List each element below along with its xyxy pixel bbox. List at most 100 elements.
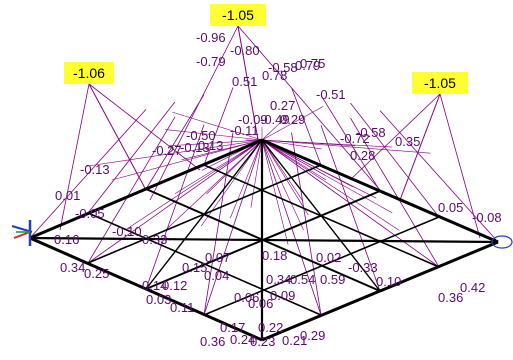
highlight-text: -1.05 bbox=[424, 75, 456, 91]
highlight-label-right[interactable]: -1.05 bbox=[412, 72, 468, 94]
highlight-text: -1.05 bbox=[222, 7, 254, 23]
diagram-stroke bbox=[172, 111, 263, 141]
highlight-box bbox=[412, 72, 468, 94]
value-label: 0.36 bbox=[438, 290, 463, 305]
highlight-text: -1.06 bbox=[73, 65, 105, 81]
diagram-stroke bbox=[145, 124, 205, 290]
diagram-stroke bbox=[237, 25, 259, 141]
diagram-stroke bbox=[206, 139, 263, 195]
diagram-stroke bbox=[349, 93, 441, 181]
frame-hip bbox=[261, 139, 381, 292]
diagram-stroke bbox=[29, 109, 147, 239]
value-label: -0.27 bbox=[152, 143, 182, 158]
value-label: -0.09 bbox=[238, 112, 268, 127]
value-label: 0.01 bbox=[55, 188, 80, 203]
diagram-stroke bbox=[88, 83, 147, 191]
value-label: 0.15 bbox=[182, 260, 207, 275]
diagram-stroke bbox=[250, 139, 263, 208]
diagram-stroke bbox=[261, 139, 304, 202]
value-label: 0.05 bbox=[438, 200, 463, 215]
diagram-stroke bbox=[320, 125, 381, 292]
value-label: 0.10 bbox=[376, 274, 401, 289]
value-label: 0.29 bbox=[280, 112, 305, 127]
diagram-stroke bbox=[261, 139, 400, 231]
value-label: 0.28 bbox=[350, 148, 375, 163]
value-label: -0.13 bbox=[180, 140, 210, 155]
diagram-stroke bbox=[165, 139, 263, 231]
diagram-stroke bbox=[181, 139, 263, 160]
diagram-stroke bbox=[261, 139, 322, 150]
value-label: 0.34 bbox=[266, 272, 291, 287]
axis-z-line bbox=[13, 231, 31, 239]
value-label: 0.23 bbox=[250, 334, 275, 349]
value-label: 0.06 bbox=[248, 296, 273, 311]
diagram-stroke bbox=[399, 93, 441, 201]
axis-triad-icon bbox=[11, 220, 33, 246]
value-label: 0.11 bbox=[170, 300, 194, 315]
value-label: -0.08 bbox=[472, 210, 502, 225]
frame-rib bbox=[203, 216, 440, 316]
value-label: 0.18 bbox=[262, 248, 287, 263]
value-label: 0.35 bbox=[395, 134, 420, 149]
value-label: -0.49 bbox=[260, 112, 290, 127]
value-label: 0.25 bbox=[84, 266, 109, 281]
value-label: 0.09 bbox=[270, 288, 295, 303]
value-label: 0.59 bbox=[320, 272, 345, 287]
value-label: -0.58 bbox=[356, 125, 386, 140]
value-label: 0.17 bbox=[220, 320, 245, 335]
diagram-stroke bbox=[261, 139, 431, 154]
value-label: 0.24 bbox=[230, 332, 255, 347]
roof-frame bbox=[29, 138, 499, 342]
diagram-stroke bbox=[261, 139, 289, 245]
value-label: -0.80 bbox=[230, 43, 260, 58]
value-label: 0.04 bbox=[204, 268, 229, 283]
diagram-stroke bbox=[149, 25, 239, 201]
frame-rib bbox=[87, 212, 322, 316]
diagram-stroke bbox=[261, 106, 324, 141]
value-label: 0.79 bbox=[295, 58, 320, 73]
value-label: 0.42 bbox=[460, 280, 485, 295]
highlight-box bbox=[64, 62, 114, 84]
value-label: -0.10 bbox=[112, 224, 142, 239]
diagram-stroke bbox=[229, 139, 263, 219]
axis-x-line bbox=[11, 225, 33, 233]
diagram-stroke bbox=[168, 139, 263, 147]
value-label: 0.36 bbox=[200, 334, 225, 349]
value-label: 0.34 bbox=[60, 260, 85, 275]
diagram-stroke bbox=[237, 25, 381, 191]
value-label: 0.78 bbox=[262, 68, 287, 83]
value-label: -0.96 bbox=[196, 30, 226, 45]
value-label: 0.51 bbox=[232, 74, 257, 89]
value-label: 0.12 bbox=[162, 278, 187, 293]
value-label: -0.79 bbox=[196, 54, 226, 69]
highlight-label-top[interactable]: -1.05 bbox=[210, 4, 266, 26]
frame-rib bbox=[145, 190, 381, 290]
value-label: -0.11 bbox=[230, 123, 259, 138]
value-label: -0.51 bbox=[316, 87, 346, 102]
value-label: 0.13 bbox=[198, 138, 223, 153]
diagram-stroke bbox=[291, 87, 322, 166]
value-label: -0.13 bbox=[80, 162, 110, 177]
value-label: 0.06 bbox=[234, 290, 259, 305]
value-label: 0.29 bbox=[300, 328, 325, 343]
value-label: -0.72 bbox=[340, 131, 370, 146]
diagram-stroke bbox=[145, 94, 205, 190]
value-label: -0.33 bbox=[348, 260, 378, 275]
diagram-stroke bbox=[88, 83, 201, 171]
highlight-label-left[interactable]: -1.06 bbox=[64, 62, 114, 84]
value-label: 0.16 bbox=[54, 232, 79, 247]
value-label: 0.03 bbox=[146, 292, 171, 307]
diagram-stroke bbox=[261, 139, 393, 148]
value-label: 0.33 bbox=[142, 232, 167, 247]
diagram-stroke bbox=[320, 95, 381, 192]
diagram-stroke bbox=[87, 101, 176, 214]
value-label: 0.54 bbox=[290, 272, 315, 287]
value-label: 0.14 bbox=[142, 278, 167, 293]
value-label: -0.50 bbox=[186, 128, 216, 143]
diagram-stroke bbox=[350, 102, 440, 218]
diagram-stroke bbox=[203, 132, 234, 316]
diagram-stroke bbox=[85, 139, 263, 167]
value-label: 0.02 bbox=[316, 250, 341, 265]
value-label: 0.07 bbox=[205, 250, 230, 265]
